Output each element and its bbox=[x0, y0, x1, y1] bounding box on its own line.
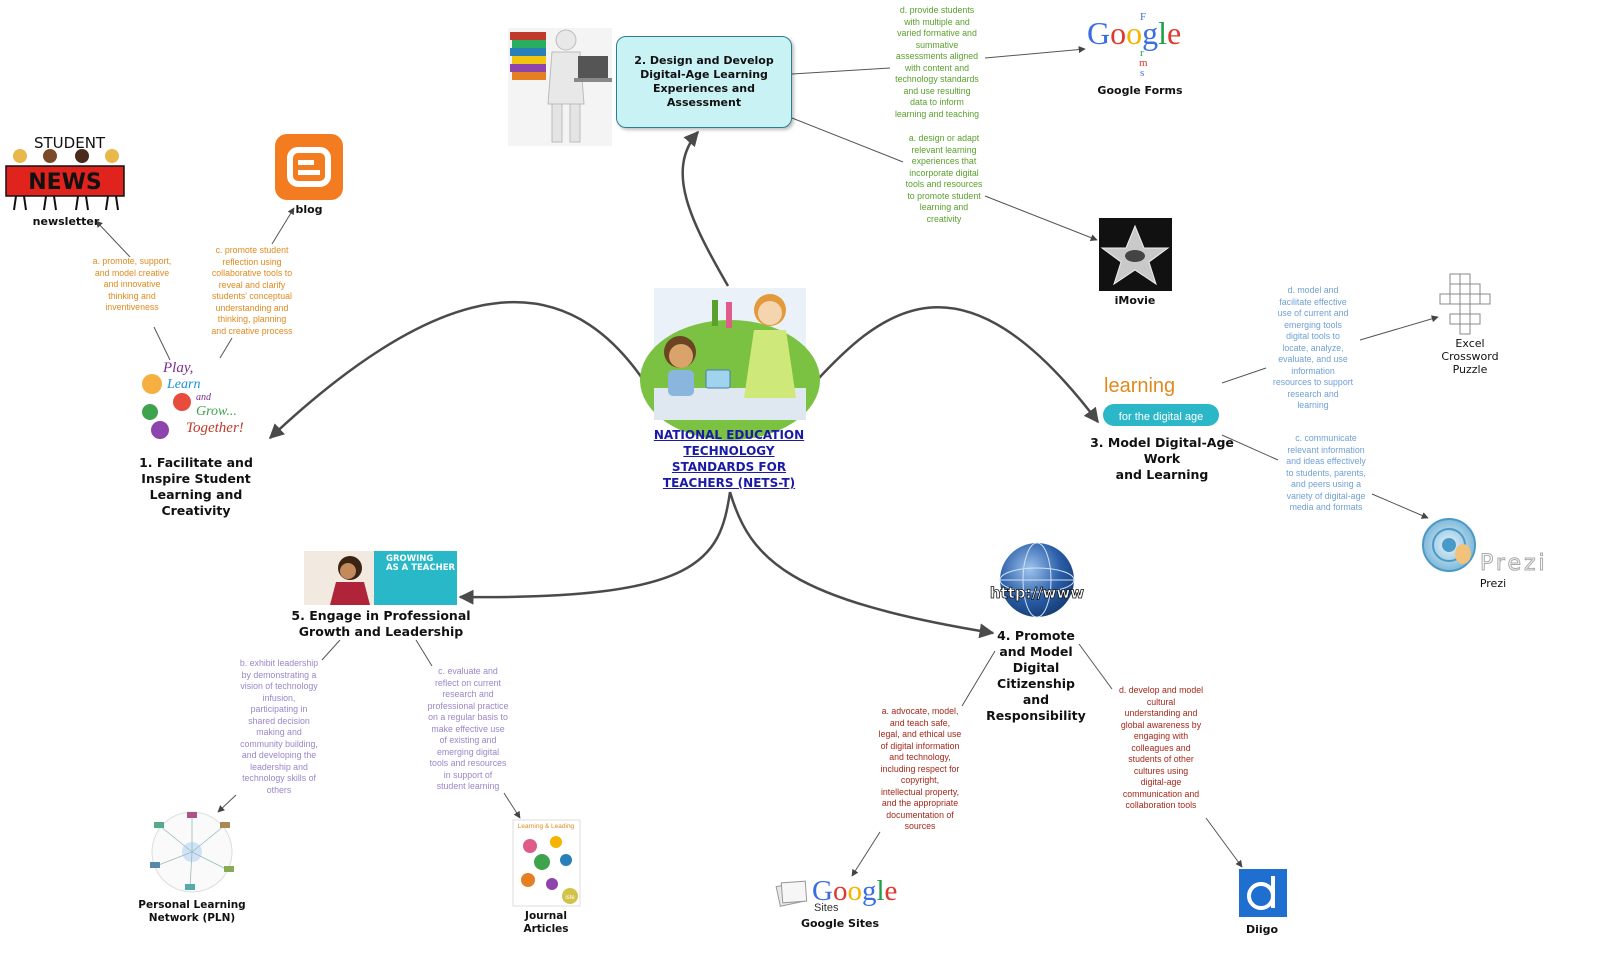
crossword-grid-icon bbox=[1439, 273, 1491, 335]
pln-label[interactable]: Personal Learning Network (PLN) bbox=[138, 899, 246, 924]
note-4d: d. develop and model cultural understand… bbox=[1118, 685, 1204, 810]
branch-to-4 bbox=[728, 491, 995, 639]
connector-line bbox=[217, 794, 237, 813]
journal-masthead: Learning & Leading bbox=[518, 823, 575, 830]
node-2-box[interactable]: 2. Design and Develop Digital-Age Learni… bbox=[616, 36, 792, 128]
node-3-title[interactable]: 3. Model Digital-Age Work and Learning bbox=[1090, 435, 1234, 482]
connector-line bbox=[1221, 434, 1279, 461]
imovie-icon[interactable] bbox=[1099, 218, 1172, 291]
svg-text:F: F bbox=[1140, 11, 1146, 23]
connector-line bbox=[1359, 315, 1439, 341]
connector-line bbox=[95, 220, 131, 258]
node-2-title: 2. Design and Develop Digital-Age Learni… bbox=[634, 54, 774, 109]
person-books-laptop-image bbox=[508, 28, 612, 146]
journal-cover-image: Learning & Leading iste bbox=[512, 819, 581, 907]
prezi-label[interactable]: Prezi bbox=[1479, 577, 1507, 590]
connector-line bbox=[791, 67, 891, 75]
note-4a: a. advocate, model, and teach safe, lega… bbox=[878, 706, 962, 831]
connector-line bbox=[961, 650, 996, 707]
diigo-icon[interactable] bbox=[1239, 869, 1287, 917]
digital-age-wordmark: for the digital age bbox=[1119, 411, 1203, 423]
blog-label[interactable]: blog bbox=[295, 203, 323, 216]
connector-line bbox=[219, 337, 233, 359]
connector-line bbox=[851, 831, 881, 877]
imovie-label[interactable]: iMovie bbox=[1114, 294, 1156, 307]
node-5-title[interactable]: 5. Engage in Professional Growth and Lea… bbox=[291, 608, 471, 639]
play-learn-grow-text: Play, bbox=[162, 360, 193, 376]
branch-to-5 bbox=[458, 491, 732, 605]
note-1c: c. promote student reflection using coll… bbox=[211, 245, 293, 336]
note-3d: d. model and facilitate effective use of… bbox=[1272, 285, 1354, 410]
globe-http-image: http://www bbox=[989, 542, 1085, 618]
prezi-wordmark: Prezi bbox=[1480, 551, 1548, 576]
svg-text:s: s bbox=[1140, 67, 1144, 79]
google-forms-wordmark: Google bbox=[1087, 15, 1181, 51]
svg-text:r: r bbox=[1140, 47, 1144, 59]
note-1a: a. promote, support, and model creative … bbox=[92, 256, 172, 312]
google-forms-label[interactable]: Google Forms bbox=[1097, 84, 1183, 97]
growing-text: AS A TEACHER bbox=[386, 563, 456, 573]
branch-to-1 bbox=[268, 300, 652, 440]
connector-line bbox=[1205, 817, 1243, 868]
note-5b: b. exhibit leadership by demonstrating a… bbox=[239, 658, 319, 795]
http-www-text: http://www bbox=[990, 584, 1084, 602]
connector-line bbox=[153, 326, 171, 361]
play-learn-grow-text: Grow... bbox=[196, 404, 237, 419]
connector-line bbox=[271, 207, 295, 245]
connector-line bbox=[321, 639, 341, 661]
student-news-heading: STUDENT bbox=[34, 134, 106, 152]
connector-line bbox=[984, 195, 1098, 241]
play-learn-grow-text: and bbox=[196, 392, 212, 403]
center-topic-link[interactable]: NATIONAL EDUCATION TECHNOLOGY STANDARDS … bbox=[653, 428, 805, 490]
prezi-logo[interactable]: Prezi bbox=[1422, 518, 1548, 577]
connector-line bbox=[1221, 367, 1267, 384]
growing-teacher-image: GROWING AS A TEACHER bbox=[304, 551, 457, 605]
branch-to-3 bbox=[807, 306, 1099, 424]
connector-line bbox=[503, 792, 521, 819]
google-sites-subword: Sites bbox=[814, 902, 839, 914]
node-4-title[interactable]: 4. Promote and Model Digital Citizenship… bbox=[986, 628, 1086, 723]
learning-digital-age-image: learning for the digital age bbox=[1103, 375, 1219, 426]
node-1-title[interactable]: 1. Facilitate and Inspire Student Learni… bbox=[139, 455, 253, 518]
note-5c: c. evaluate and reflect on current resea… bbox=[427, 666, 509, 791]
connector-line bbox=[791, 117, 904, 163]
play-learn-grow-image: Play, Learn and Grow... Together! bbox=[142, 360, 244, 439]
google-forms-logo[interactable]: Google F r m s bbox=[1087, 11, 1181, 79]
student-news-news: NEWS bbox=[28, 170, 102, 195]
connector-line bbox=[415, 639, 433, 667]
learning-wordmark: learning bbox=[1104, 375, 1175, 397]
note-2a: a. design or adapt relevant learning exp… bbox=[905, 133, 983, 224]
note-2d: d. provide students with multiple and va… bbox=[894, 5, 980, 119]
google-sites-logo[interactable]: Google Sites bbox=[775, 875, 897, 914]
connector-line bbox=[1078, 643, 1113, 690]
svg-text:m: m bbox=[1139, 57, 1148, 69]
pln-network-image bbox=[150, 811, 234, 893]
branch-to-2 bbox=[681, 130, 730, 287]
play-learn-grow-text: Learn bbox=[166, 377, 200, 392]
play-learn-grow-text: Together! bbox=[186, 420, 244, 436]
student-news-image: STUDENT NEWS bbox=[5, 134, 125, 211]
diigo-label[interactable]: Diigo bbox=[1245, 923, 1279, 936]
growing-text: GROWING bbox=[386, 554, 433, 564]
newsletter-label[interactable]: newsletter bbox=[32, 215, 100, 228]
note-3c: c. communicate relevant information and … bbox=[1286, 433, 1366, 512]
center-illustration bbox=[640, 288, 820, 440]
journal-iste: iste bbox=[565, 895, 575, 901]
journal-label[interactable]: Journal Articles bbox=[523, 910, 569, 935]
blogger-icon[interactable] bbox=[275, 134, 343, 200]
google-sites-label[interactable]: Google Sites bbox=[800, 917, 880, 930]
google-sites-wordmark: Google bbox=[812, 875, 897, 907]
connector-line bbox=[1371, 493, 1429, 519]
excel-crossword-label[interactable]: Excel Crossword Puzzle bbox=[1441, 337, 1499, 376]
connector-line bbox=[984, 46, 1086, 59]
